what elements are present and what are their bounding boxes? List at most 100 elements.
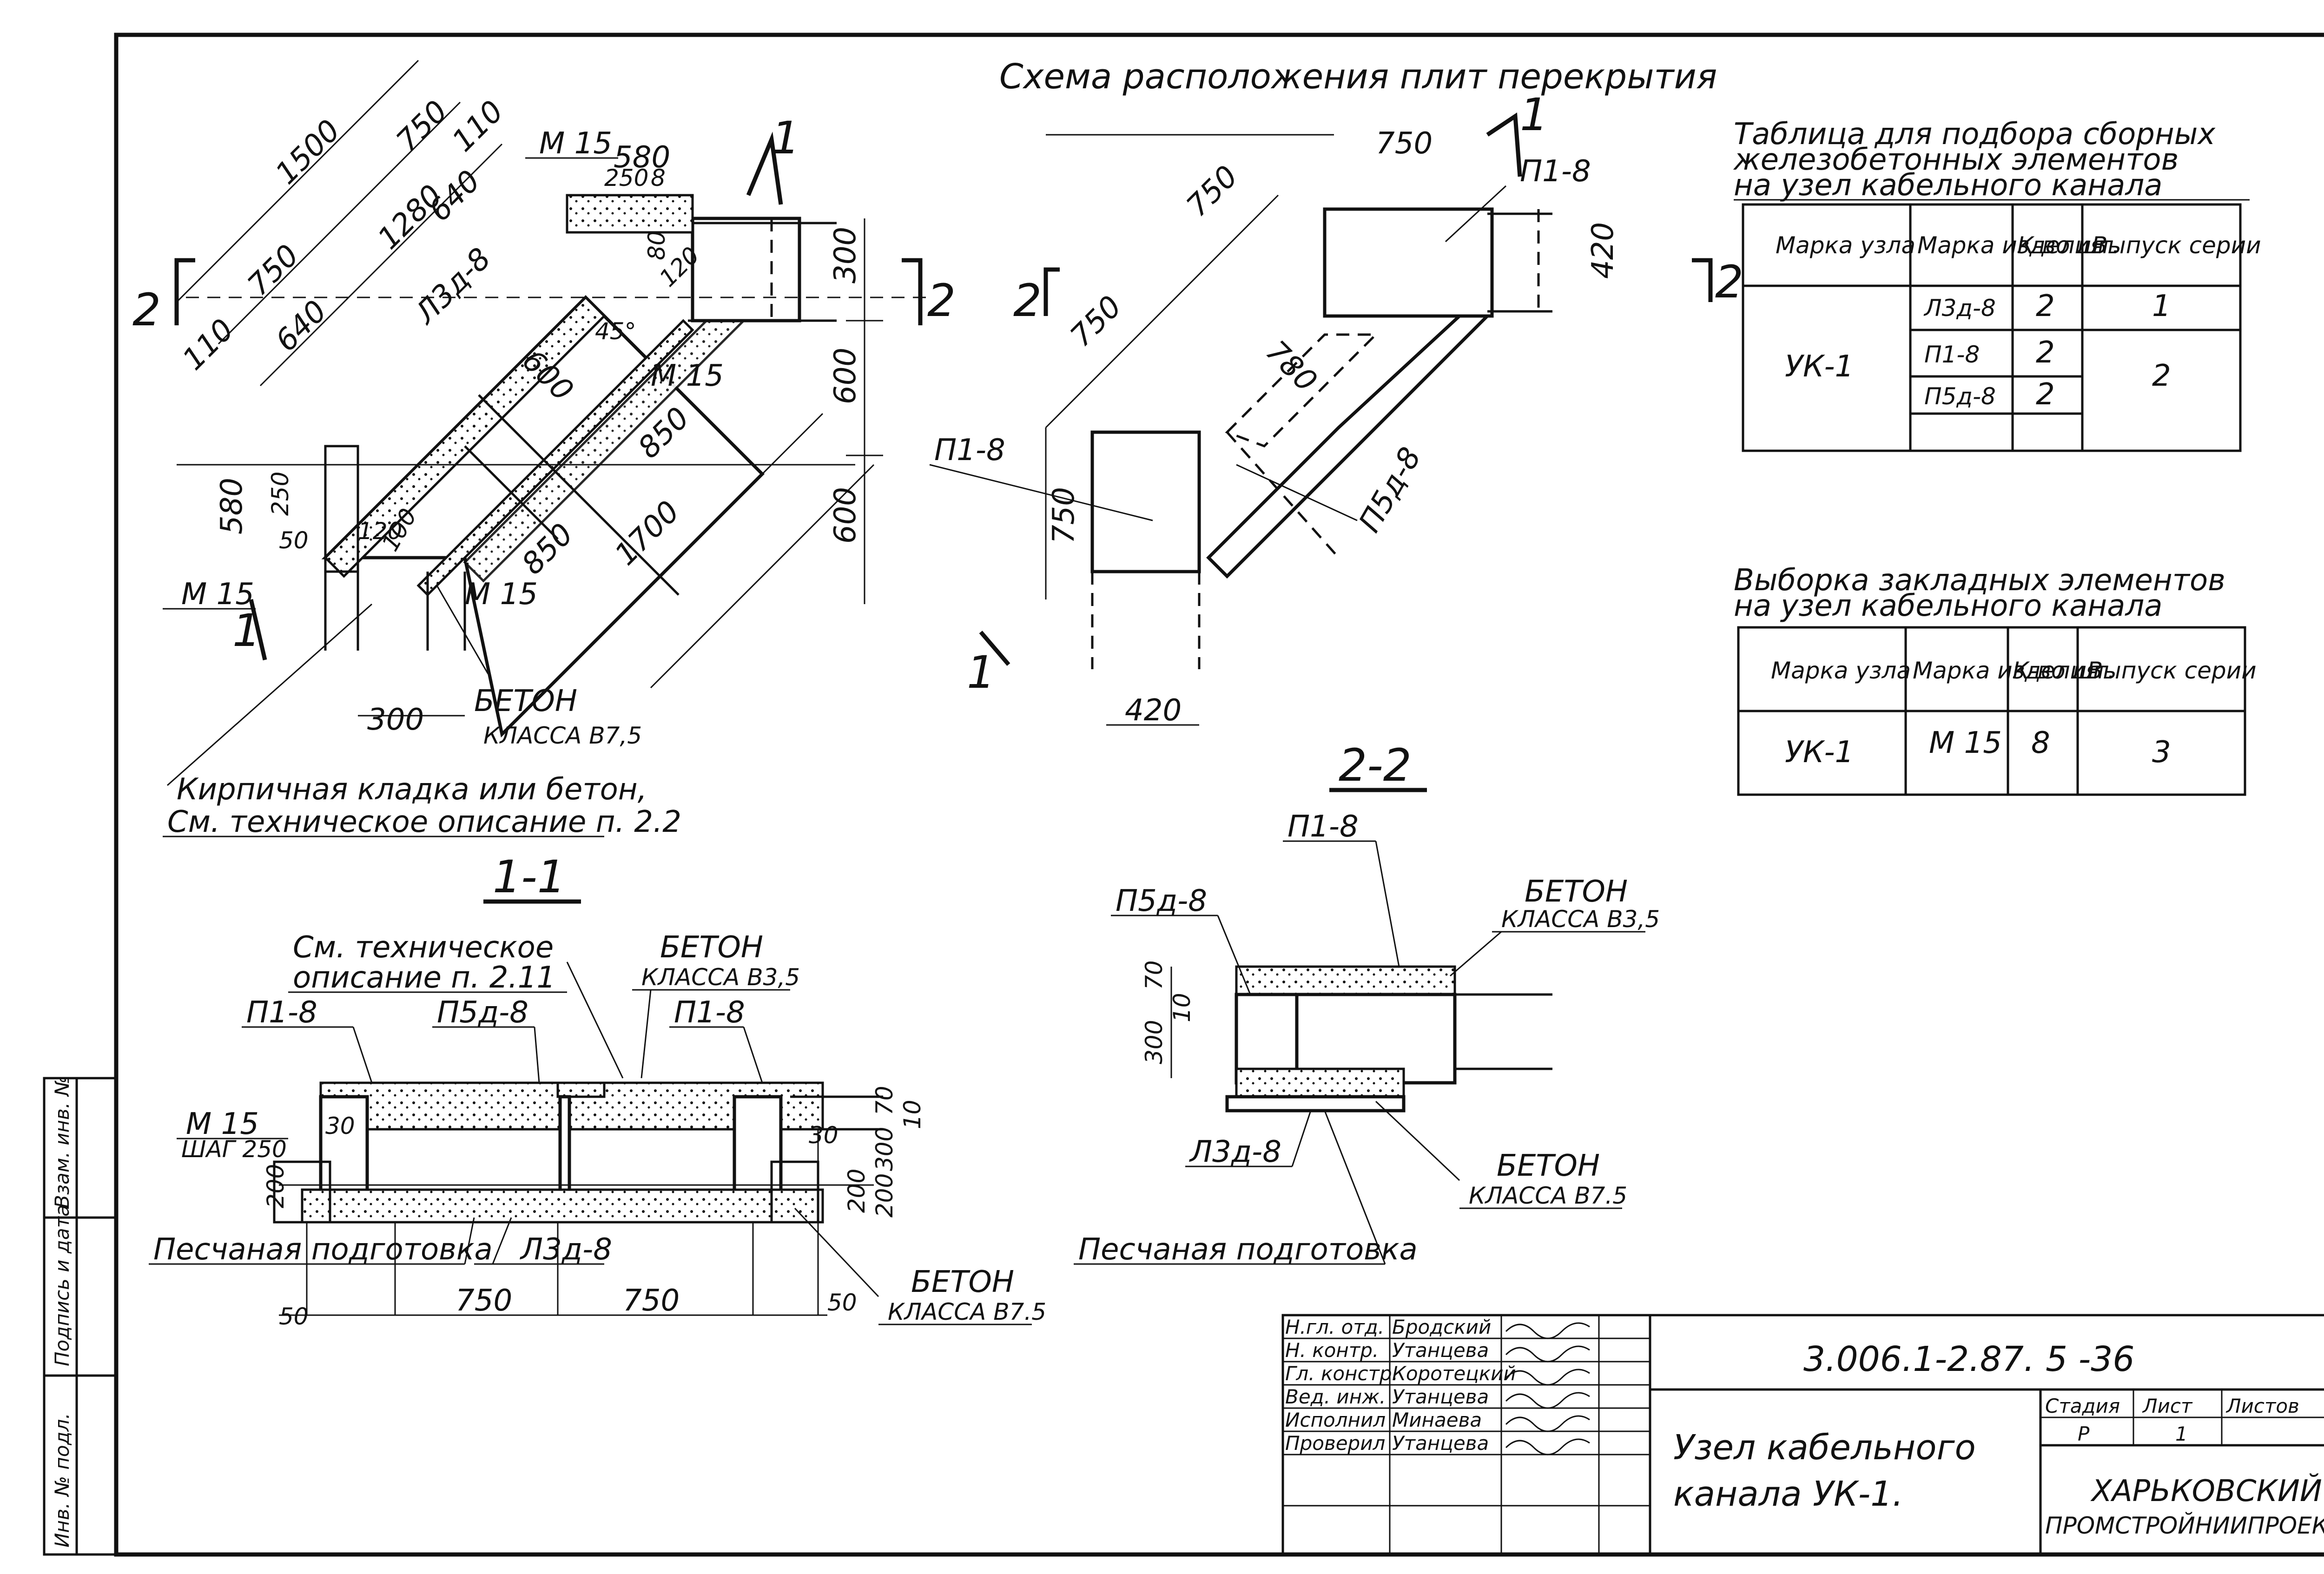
svg-text:Песчаная подготовка: Песчаная подготовка xyxy=(1078,1232,1418,1267)
note-kladka-1: Кирпичная кладка или бетон, xyxy=(177,772,647,807)
plan-title: Схема расположения плит перекрытия xyxy=(999,57,1717,97)
svg-text:50: 50 xyxy=(827,1289,857,1316)
svg-text:Л3д-8: Л3д-8 xyxy=(1189,1135,1281,1169)
svg-text:300: 300 xyxy=(871,1127,898,1171)
svg-text:К-во шт.: К-во шт. xyxy=(2013,657,2115,684)
svg-text:КЛАССА В7.5: КЛАССА В7.5 xyxy=(1469,1182,1627,1209)
svg-text:420: 420 xyxy=(1586,222,1620,279)
svg-text:КЛАССА В7,5: КЛАССА В7,5 xyxy=(483,722,642,749)
svg-text:50: 50 xyxy=(279,1303,309,1330)
side-stamp: Инв. № подл. Подпись и дата Взам. инв. № xyxy=(43,1076,118,1556)
svg-text:Утанцева: Утанцева xyxy=(1392,1432,1489,1455)
table-embedded-elements: Выборка закладных элементов на узел кабе… xyxy=(1734,563,2257,796)
svg-text:Песчаная подготовка: Песчаная подготовка xyxy=(153,1232,493,1267)
svg-text:Таблица для подбора сборных: Таблица для подбора сборных xyxy=(1734,117,2216,151)
plan-left: 2 2 1 1 1500 750 750 110 640 1280 640 11… xyxy=(132,59,956,839)
svg-text:Коротецкий: Коротецкий xyxy=(1392,1362,1516,1385)
doc-code: 3.006.1-2.87. 5 -36 xyxy=(1803,1339,2134,1379)
t1-node: УК-1 xyxy=(1785,349,1854,384)
left-sec2-r: 2 xyxy=(927,275,956,327)
label-p1-top: П1-8 xyxy=(1520,154,1591,189)
svg-text:300: 300 xyxy=(828,227,863,283)
title-block: Н.гл. отд. Н. контр. Гл. констр. Вед. ин… xyxy=(1281,1314,2324,1556)
svg-text:См. техническое: См. техническое xyxy=(293,930,554,965)
svg-text:Минаева: Минаева xyxy=(1392,1409,1482,1431)
svg-text:10: 10 xyxy=(1169,993,1195,1022)
svg-text:Вед. инж.: Вед. инж. xyxy=(1285,1385,1386,1408)
svg-text:Исполнил: Исполнил xyxy=(1285,1409,1386,1431)
svg-text:П1-8: П1-8 xyxy=(1287,810,1359,844)
svg-text:2: 2 xyxy=(2036,377,2055,412)
svg-text:750: 750 xyxy=(1047,487,1081,544)
svg-text:Р: Р xyxy=(2078,1423,2090,1445)
svg-text:П1-8: П1-8 xyxy=(246,995,317,1030)
svg-text:П5д-8: П5д-8 xyxy=(437,995,528,1030)
label-p1-left: П1-8 xyxy=(934,433,1005,468)
svg-text:Утанцева: Утанцева xyxy=(1392,1385,1489,1408)
svg-text:БЕТОН: БЕТОН xyxy=(660,930,763,965)
svg-text:780: 780 xyxy=(1259,334,1324,399)
signature-4 xyxy=(1505,1392,1590,1409)
note-kladka-2: См. техническое описание п. 2.2 xyxy=(167,805,681,839)
svg-text:50: 50 xyxy=(279,527,309,554)
left-sec2-l: 2 xyxy=(132,284,161,336)
section-2-2: 2-2 П1-8 П5д-8 БЕТОН КЛАССА В3,5 70 10 3… xyxy=(1074,739,1660,1267)
svg-text:П5д-8: П5д-8 xyxy=(1924,383,1996,410)
signature-3 xyxy=(1505,1369,1590,1386)
svg-text:45°: 45° xyxy=(595,318,636,345)
signature-6 xyxy=(1505,1438,1590,1455)
svg-text:750: 750 xyxy=(1180,159,1245,224)
svg-text:КЛАССА В3,5: КЛАССА В3,5 xyxy=(1501,906,1660,933)
svg-text:1: 1 xyxy=(2152,289,2171,323)
svg-text:750: 750 xyxy=(390,94,455,159)
svg-text:8: 8 xyxy=(2031,726,2050,760)
svg-text:580: 580 xyxy=(614,140,670,175)
label-m15-b: M 15 xyxy=(651,359,724,393)
svg-text:8: 8 xyxy=(651,165,666,191)
slab-p1-left xyxy=(1090,430,1201,573)
svg-text:1: 1 xyxy=(2175,1423,2188,1445)
sheet-frame xyxy=(114,33,2324,1557)
svg-text:750: 750 xyxy=(241,238,306,303)
svg-text:Проверил: Проверил xyxy=(1285,1432,1385,1455)
label-m15-d: M 15 xyxy=(465,577,538,612)
svg-text:2: 2 xyxy=(1715,256,1743,308)
svg-text:Бродский: Бродский xyxy=(1392,1316,1491,1338)
svg-text:420: 420 xyxy=(1125,693,1182,728)
svg-text:Л3д-8: Л3д-8 xyxy=(520,1232,612,1267)
stamp-inv-podl: Инв. № подл. xyxy=(51,1413,73,1548)
svg-text:250: 250 xyxy=(604,165,648,191)
svg-text:750: 750 xyxy=(623,1284,680,1318)
svg-text:600: 600 xyxy=(828,487,863,544)
duct-right xyxy=(691,217,801,323)
svg-text:Марка узла: Марка узла xyxy=(1771,657,1911,684)
svg-text:300: 300 xyxy=(1141,1020,1168,1064)
svg-text:250: 250 xyxy=(267,472,294,516)
duct-left xyxy=(324,445,359,573)
svg-text:Стадия: Стадия xyxy=(2045,1395,2120,1417)
svg-text:30: 30 xyxy=(325,1113,355,1139)
svg-text:1: 1 xyxy=(967,646,995,698)
svg-text:3: 3 xyxy=(2152,735,2171,770)
svg-text:30: 30 xyxy=(809,1122,838,1149)
svg-text:70: 70 xyxy=(871,1086,898,1115)
svg-text:200: 200 xyxy=(843,1169,870,1213)
svg-text:М 15: М 15 xyxy=(1929,726,2002,760)
svg-text:110: 110 xyxy=(446,94,510,159)
svg-text:Н. контр.: Н. контр. xyxy=(1285,1339,1379,1362)
svg-text:Выпуск серии: Выпуск серии xyxy=(2092,232,2261,259)
svg-text:200: 200 xyxy=(262,1164,289,1208)
svg-text:2: 2 xyxy=(2036,336,2055,370)
org-line-2: ПРОМСТРОЙНИИПРОЕКТ xyxy=(2045,1512,2324,1539)
svg-text:2: 2 xyxy=(1013,275,1042,327)
stamp-podpis: Подпись и дата xyxy=(51,1205,73,1366)
label-p5d-plan: П5д-8 xyxy=(1353,441,1428,538)
label-m15-c: M 15 xyxy=(181,577,254,612)
t1-series-2: 2 xyxy=(2152,359,2171,393)
svg-text:Марка изделия: Марка изделия xyxy=(1913,657,2099,684)
section-1-1-title: 1-1 xyxy=(493,851,566,903)
svg-text:на узел кабельного канала: на узел кабельного канала xyxy=(1734,589,2162,623)
svg-text:580: 580 xyxy=(215,478,249,534)
svg-text:750: 750 xyxy=(1376,126,1433,161)
